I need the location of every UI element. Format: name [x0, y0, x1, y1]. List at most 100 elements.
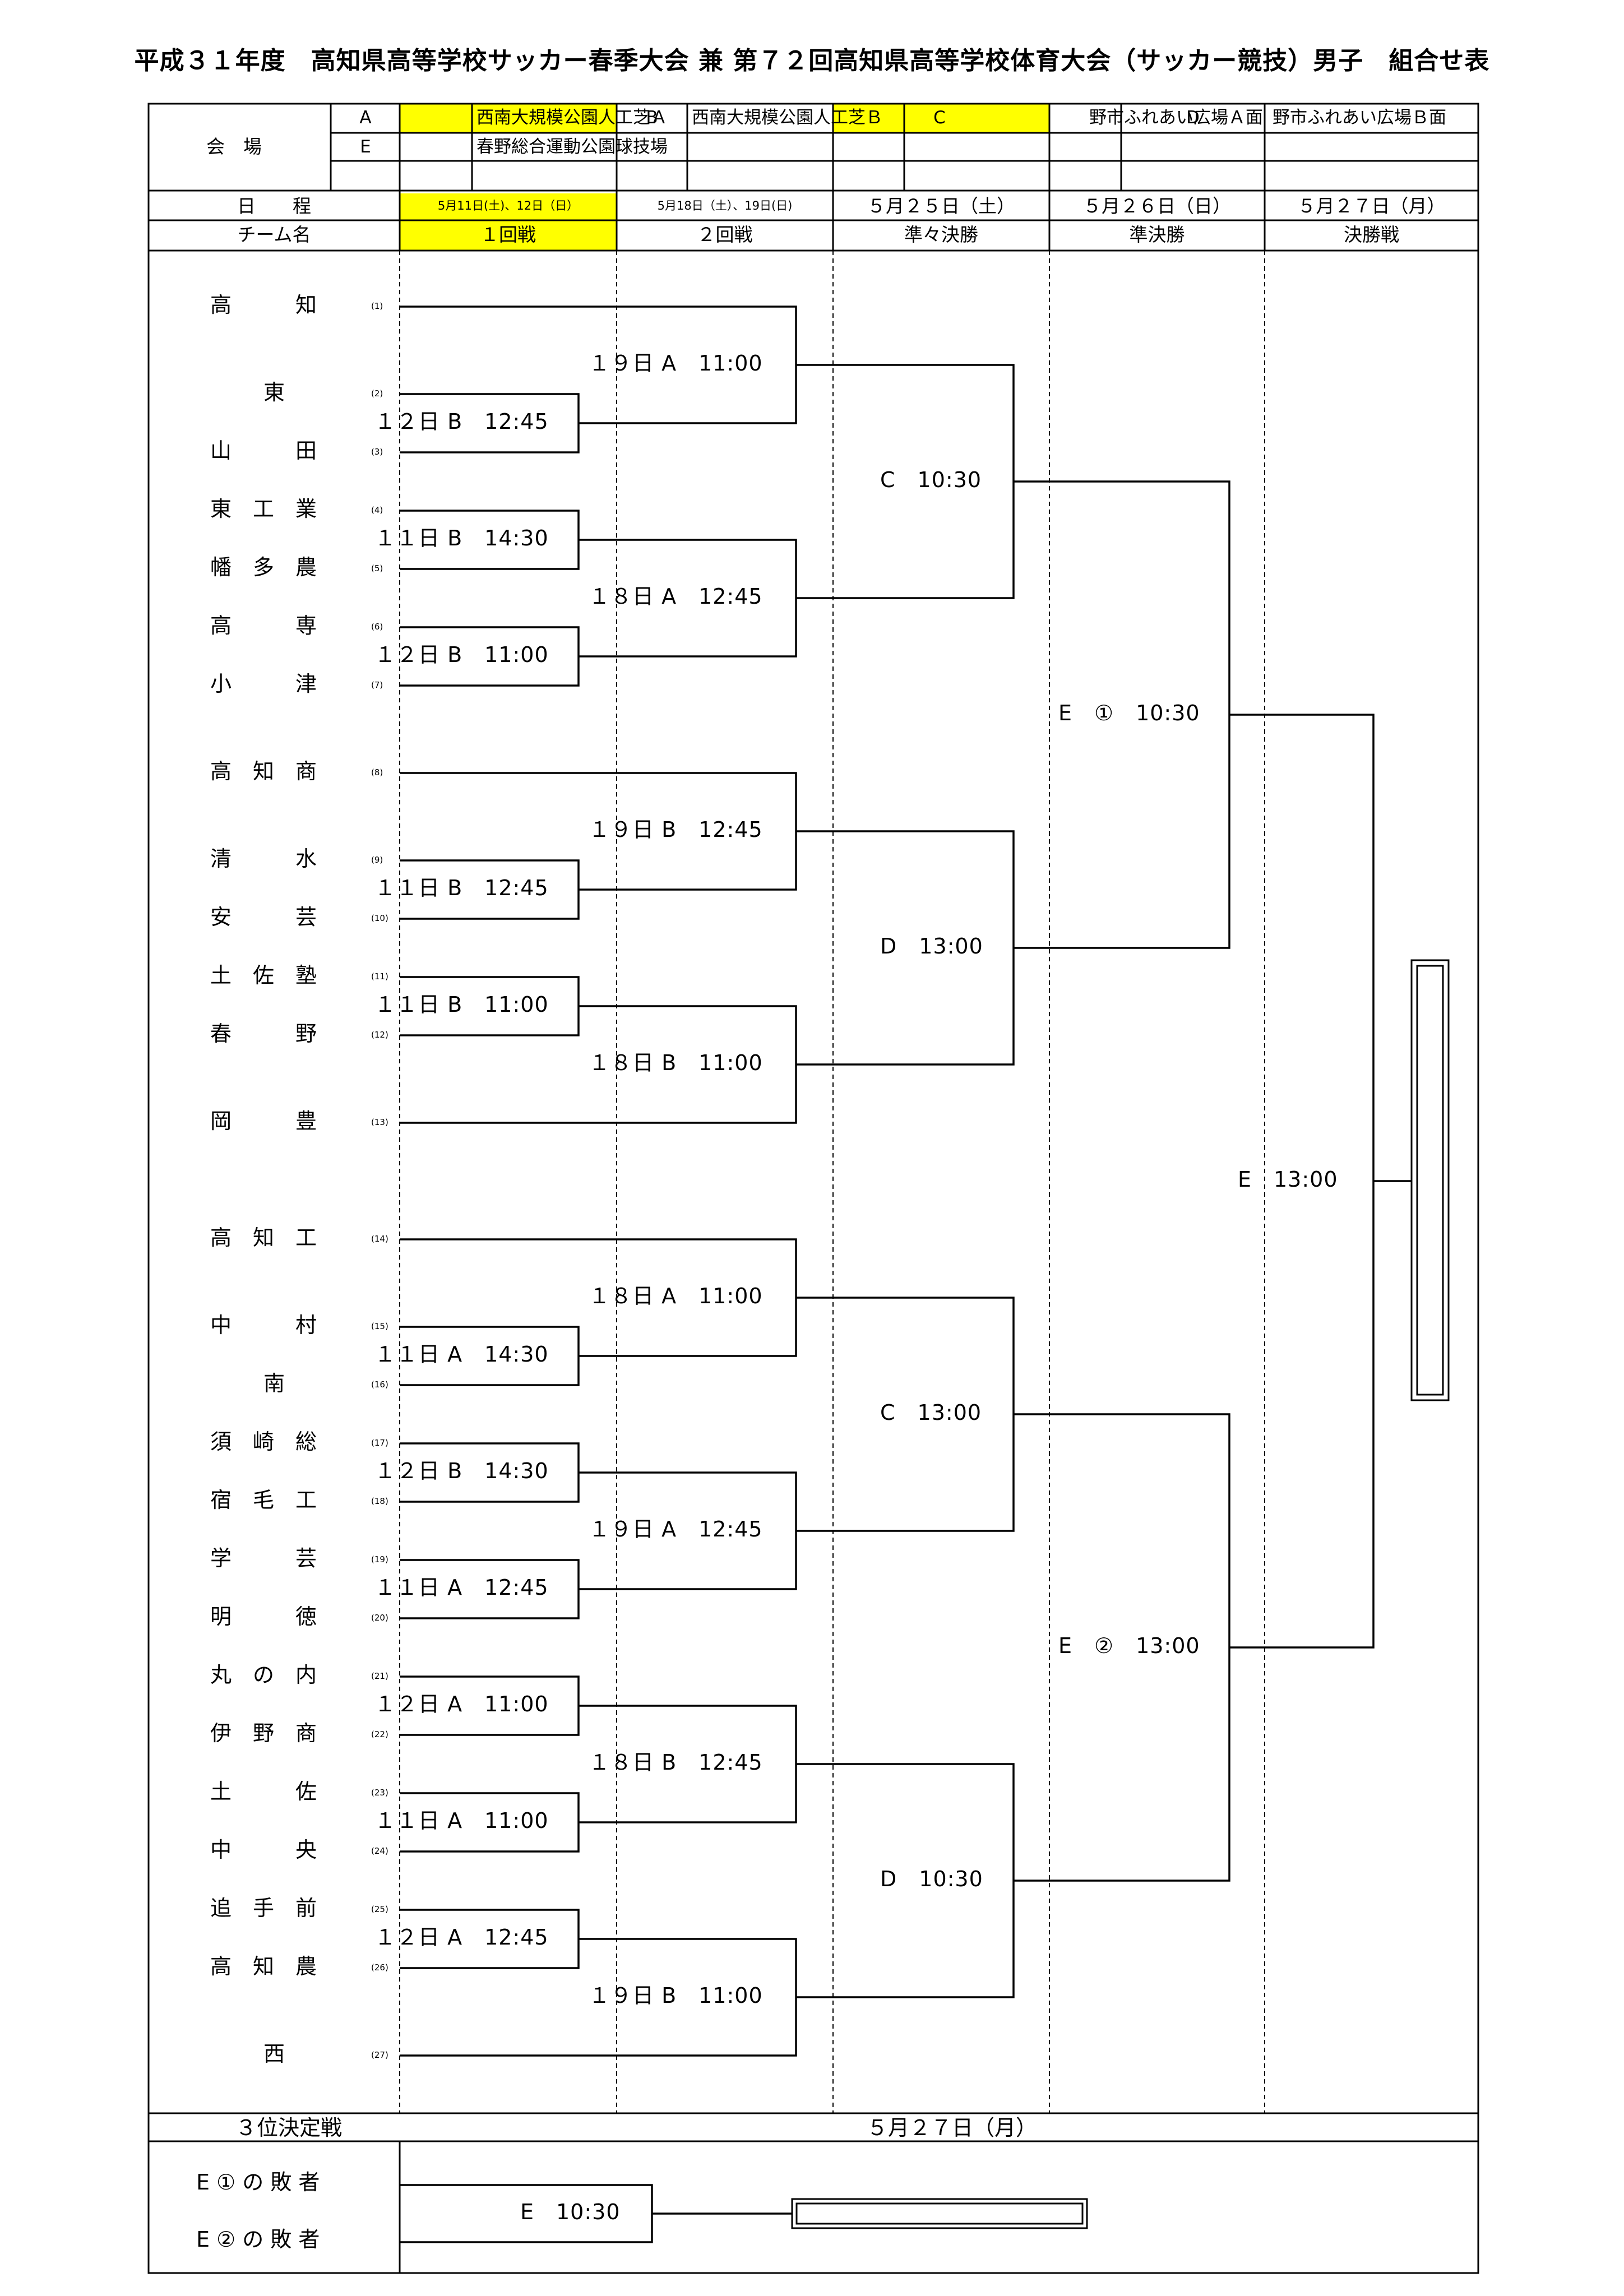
round1-match-label: １２日 A 12:45	[374, 1925, 549, 1950]
round-date: ５月２７日（月）	[1297, 195, 1446, 217]
team-name: 東	[263, 380, 285, 405]
round-date: ５月２５日（土）	[867, 195, 1015, 217]
team-name: 土 佐	[210, 1779, 317, 1804]
team-seed: (11)	[371, 971, 388, 982]
team-name: 清 水	[210, 846, 317, 871]
page-title: 平成３１年度 高知県高等学校サッカー春季大会 兼 第７２回高知県高等学校体育大会…	[134, 47, 1490, 75]
round1-header-highlight	[400, 193, 617, 251]
team-seed: (22)	[371, 1729, 388, 1739]
round1-match-label: １２日 B 12:45	[374, 409, 549, 434]
team-name: 安 芸	[210, 905, 317, 929]
round1-match-label: １１日 A 14:30	[374, 1342, 549, 1367]
team-seed: (14)	[371, 1234, 388, 1244]
venue-code: A	[359, 108, 372, 128]
team-name: 中 央	[210, 1837, 317, 1862]
round2-match-label: １８日 B 11:00	[589, 1050, 763, 1075]
team-name: 春 野	[210, 1021, 317, 1046]
quarterfinal-match-label: C 10:30	[880, 467, 982, 492]
third-place-label: ３位決定戦	[235, 2116, 343, 2140]
third-place-box-inner	[795, 2202, 1084, 2225]
team-seed: (18)	[371, 1496, 388, 1506]
team-name: 丸 の 内	[210, 1663, 317, 1687]
round-name: 決勝戦	[1344, 224, 1399, 246]
team-name: 須 崎 総	[210, 1429, 317, 1454]
team-name: 伊 野 商	[210, 1721, 317, 1746]
third-place-entrant: E ① の 敗 者	[196, 2170, 320, 2195]
venue-code: D	[1186, 108, 1200, 128]
team-name: 高 知 農	[210, 1954, 317, 1979]
round-name: １回戦	[480, 224, 536, 246]
round1-match-label: １１日 B 14:30	[374, 526, 549, 550]
round1-match-label: １１日 A 12:45	[374, 1575, 549, 1600]
team-name: 高 専	[210, 613, 317, 638]
team-name-label: チーム名	[237, 224, 311, 246]
round-name: 準決勝	[1129, 224, 1185, 246]
team-seed: (19)	[371, 1554, 388, 1564]
schedule-label: 日 程	[237, 195, 311, 217]
team-seed: (6)	[371, 622, 383, 632]
round-date: ５月２６日（日）	[1083, 195, 1231, 217]
round1-match-label: １１日 B 11:00	[374, 992, 549, 1017]
team-name: 学 芸	[210, 1546, 317, 1571]
round-date: 5月18日（土）、19日(日)	[657, 199, 793, 212]
venue-name: 西南大規模公園人工芝Ｂ	[692, 108, 883, 128]
team-seed: (16)	[371, 1380, 388, 1390]
round2-match-label: １８日 B 12:45	[589, 1750, 763, 1775]
outer-frame	[147, 103, 1479, 2274]
team-seed: (24)	[371, 1846, 388, 1856]
team-name: 岡 豊	[210, 1109, 317, 1133]
quarterfinal-match-label: D 10:30	[880, 1867, 983, 1891]
venue-name: 春野総合運動公園球技場	[476, 137, 668, 157]
team-seed: (3)	[371, 447, 383, 457]
team-name: 南	[263, 1371, 285, 1396]
venue-label: 会 場	[206, 136, 262, 158]
venue-b-name-highlight	[904, 104, 1049, 133]
third-place-match-label: E 10:30	[520, 2200, 621, 2224]
final-match-label: E 13:00	[1238, 1167, 1338, 1192]
team-seed: (23)	[371, 1788, 388, 1798]
team-name: 中 村	[210, 1313, 317, 1337]
round2-match-label: １９日 A 11:00	[589, 351, 763, 376]
round-name: 準々決勝	[904, 224, 978, 246]
round2-match-label: １９日 A 12:45	[589, 1517, 763, 1542]
round2-match-label: １８日 A 11:00	[589, 1284, 763, 1308]
third-place-date: ５月２７日（月）	[867, 2116, 1038, 2140]
team-seed: (8)	[371, 767, 383, 777]
team-seed: (5)	[371, 563, 383, 573]
venue-code: B	[646, 108, 658, 128]
team-name: 山 田	[210, 438, 317, 463]
semifinal-match-label: E ② 13:00	[1058, 1633, 1200, 1658]
team-seed: (25)	[371, 1904, 388, 1914]
venue-a-highlight	[400, 104, 617, 133]
quarterfinal-match-label: C 13:00	[880, 1400, 982, 1425]
team-seed: (2)	[371, 388, 383, 399]
team-seed: (7)	[371, 680, 383, 690]
round2-match-label: １９日 B 12:45	[589, 817, 763, 842]
team-seed: (27)	[371, 2050, 388, 2060]
round1-match-label: １１日 B 12:45	[374, 876, 549, 900]
team-seed: (1)	[371, 301, 383, 311]
round-date: 5月11日(土)、12日（日）	[437, 199, 579, 212]
team-name: 高 知 商	[210, 759, 317, 784]
team-name: 高 知	[210, 293, 317, 317]
team-seed: (20)	[371, 1613, 388, 1623]
round1-match-label: １２日 A 11:00	[374, 1692, 549, 1716]
team-name: 追 手 前	[210, 1896, 317, 1920]
venue-code: C	[933, 108, 946, 128]
team-name: 西	[263, 2042, 285, 2066]
team-seed: (21)	[371, 1671, 388, 1681]
round2-match-label: １８日 A 12:45	[589, 584, 763, 609]
team-name: 明 徳	[210, 1604, 317, 1629]
team-seed: (13)	[371, 1117, 388, 1127]
team-seed: (12)	[371, 1030, 388, 1040]
team-seed: (17)	[371, 1438, 388, 1448]
team-name: 小 津	[210, 672, 317, 696]
team-name: 幡 多 農	[210, 555, 317, 580]
team-name: 高 知 工	[210, 1225, 317, 1250]
round1-match-label: １１日 A 11:00	[374, 1808, 549, 1833]
venue-name: 野市ふれあい広場Ａ面	[1089, 108, 1263, 128]
round-name: ２回戦	[697, 224, 753, 246]
team-name: 東 工 業	[210, 497, 317, 521]
third-place-entrant: E ② の 敗 者	[196, 2227, 320, 2252]
